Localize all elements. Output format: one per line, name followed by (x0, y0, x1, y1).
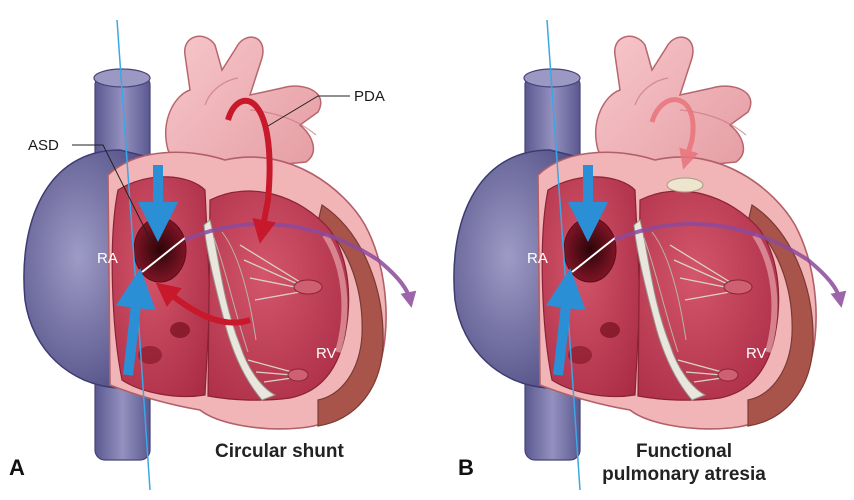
panel-a-letter: A (9, 455, 25, 480)
asd-label: ASD (28, 137, 59, 154)
ra-label: RA (527, 250, 548, 267)
rv-label: RV (746, 345, 767, 362)
lv-label: LV (827, 332, 844, 349)
pda-label: PDA (354, 88, 385, 105)
panel-b: RA RV LV Functional pulmonary atresia B (454, 20, 844, 490)
rv-label: RV (316, 345, 337, 362)
panel-a-caption: Circular shunt (215, 441, 344, 462)
pulmonary-valve (667, 178, 703, 192)
heart-illustration-b (454, 36, 840, 460)
ra-label: RA (97, 250, 118, 267)
heart-illustration-a (24, 36, 410, 460)
panel-b-caption-line2: pulmonary atresia (602, 464, 766, 485)
lv-label: LV (395, 332, 412, 349)
panel-a: PDA ASD RA RV LV Circular shunt A (9, 20, 412, 490)
panel-b-letter: B (458, 455, 474, 480)
panel-b-caption-line1: Functional (636, 441, 732, 462)
